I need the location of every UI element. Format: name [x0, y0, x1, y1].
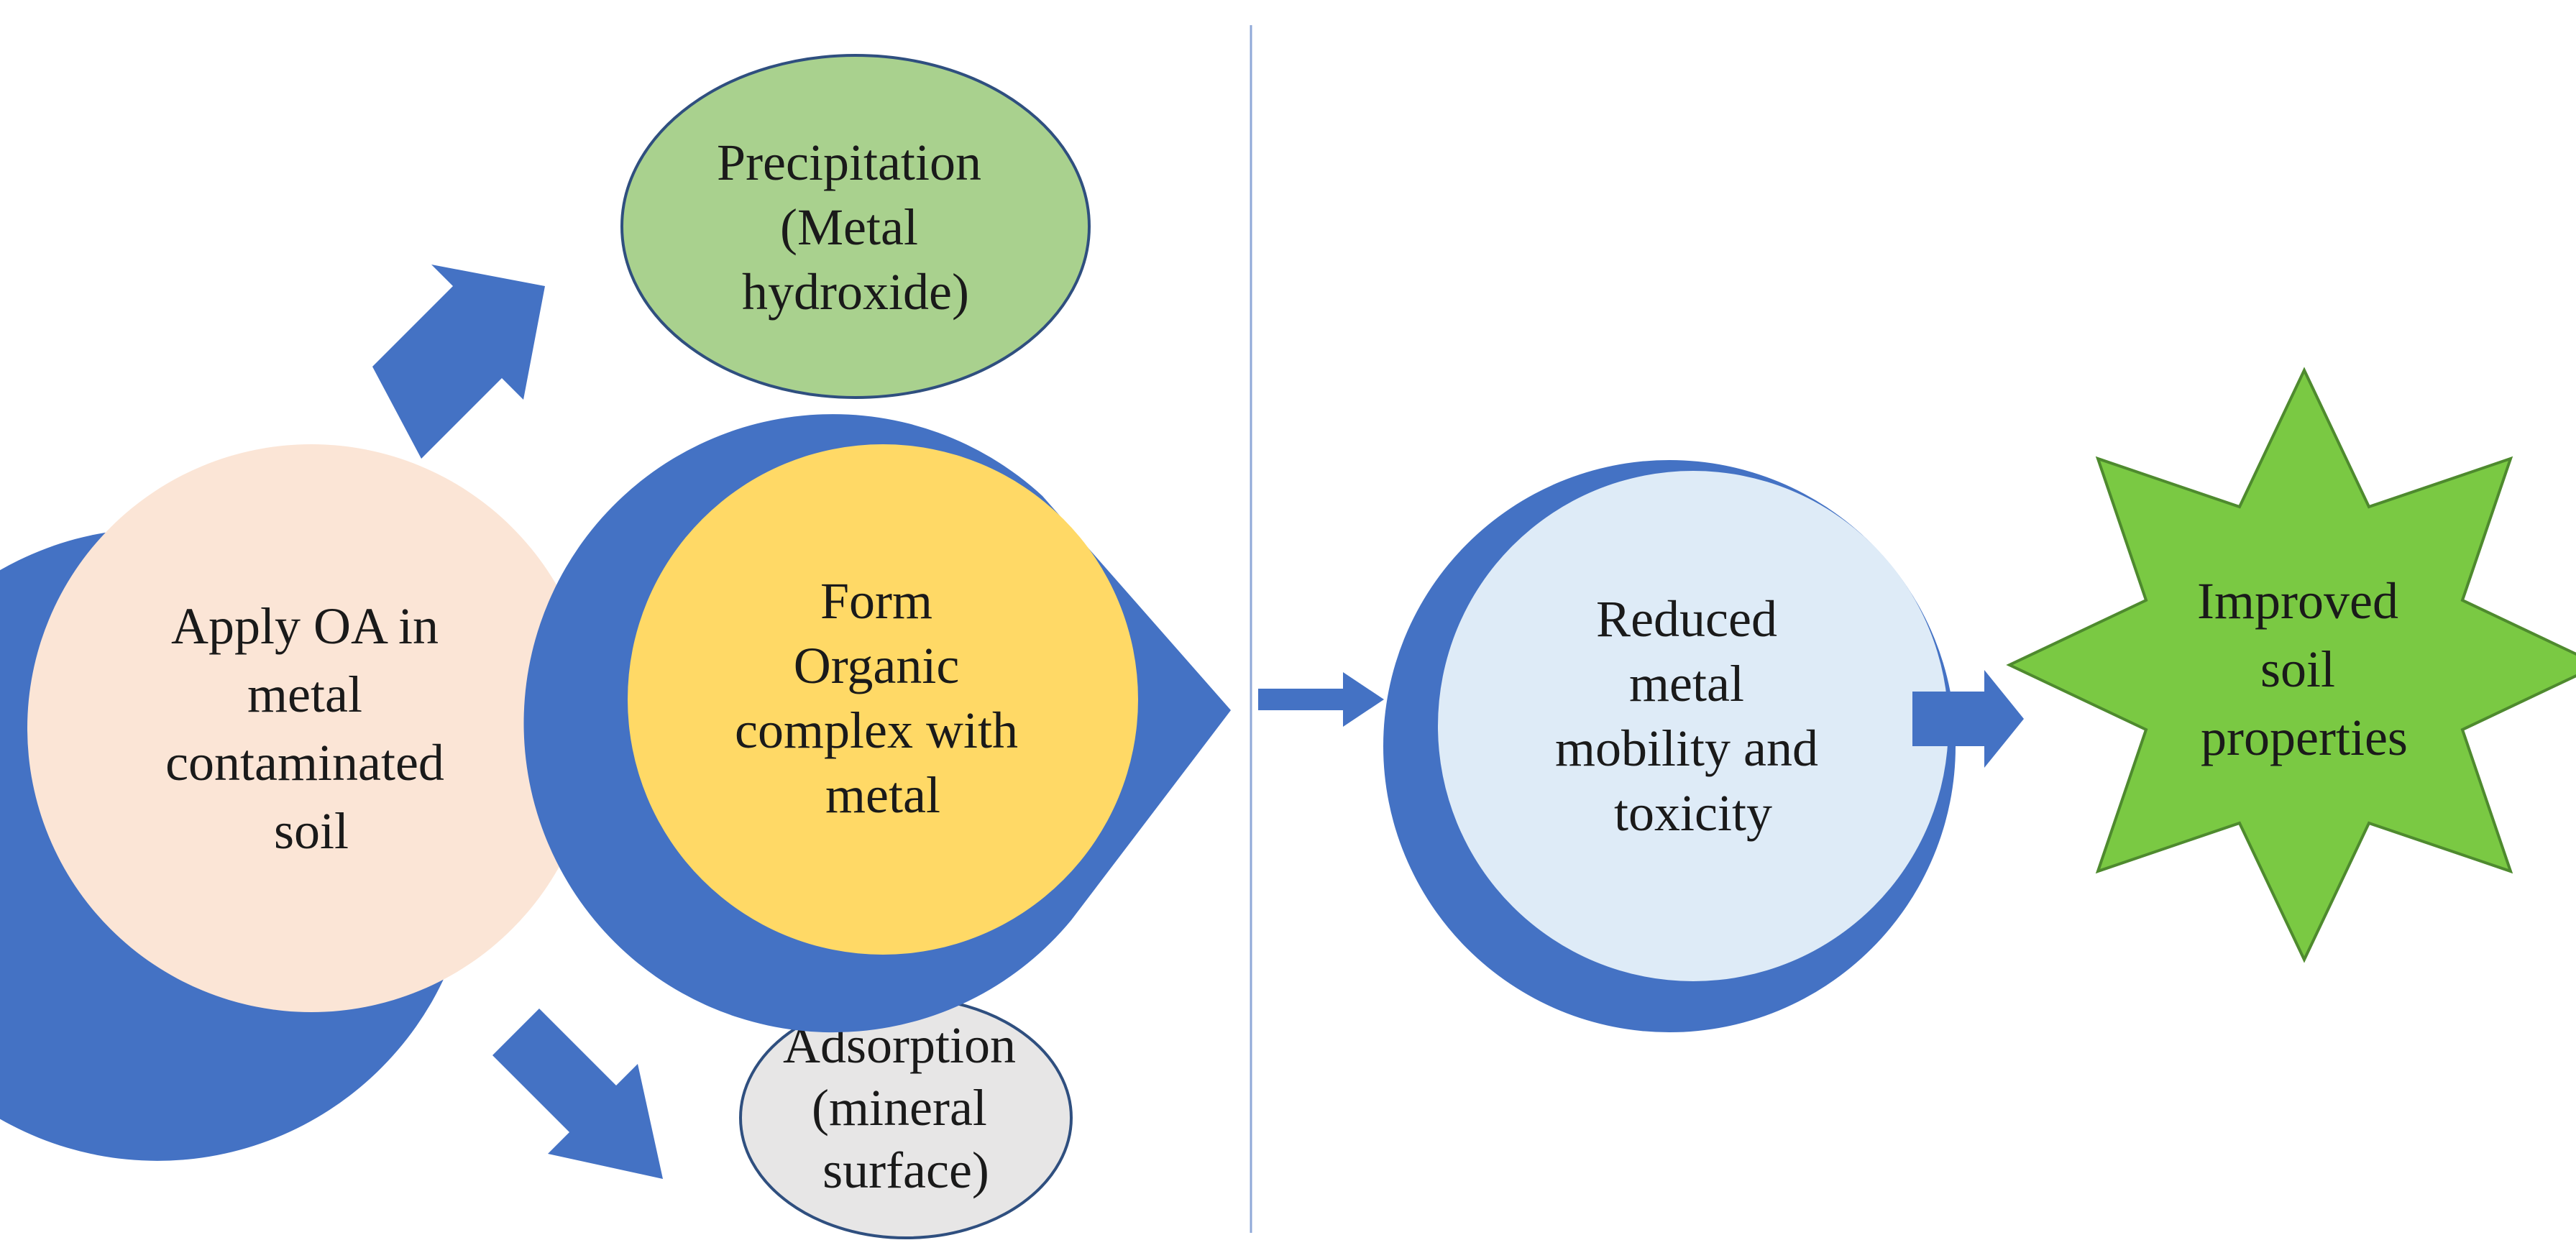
- improved-node: Improved soil properties: [2006, 367, 2576, 963]
- apply-label: Apply OA in metal contaminated soil: [165, 597, 457, 860]
- arrow-to-improved: [1912, 670, 2024, 768]
- adsorption-node: Adsorption (mineral surface): [739, 996, 1073, 1239]
- reduced-label: Reduced metal mobility and toxicity: [1555, 590, 1831, 842]
- form-label: Form Organic complex with metal: [735, 572, 1031, 824]
- improved-star: [2006, 367, 2576, 963]
- arrow-to-precipitation: [372, 265, 545, 459]
- form-circle: [628, 444, 1138, 955]
- reduced-circle: [1438, 471, 1948, 981]
- adsorption-label: Adsorption (mineral surface): [783, 1016, 1029, 1199]
- precipitation-node: Precipitation (Metal hydroxide): [620, 54, 1091, 399]
- precipitation-label: Precipitation (Metal hydroxide): [717, 134, 994, 321]
- apply-circle: [27, 444, 595, 1012]
- precipitation-oval: [620, 54, 1091, 399]
- arrow-to-adsorption: [492, 1009, 663, 1179]
- improved-label: Improved soil properties: [2197, 572, 2411, 766]
- arrow-to-reduced: [1258, 672, 1384, 727]
- form-node: Form Organic complex with metal: [523, 414, 1231, 1033]
- reduced-node: Reduced metal mobility and toxicity: [1383, 460, 1956, 1032]
- apply-node: Apply OA in metal contaminated soil: [0, 444, 636, 1161]
